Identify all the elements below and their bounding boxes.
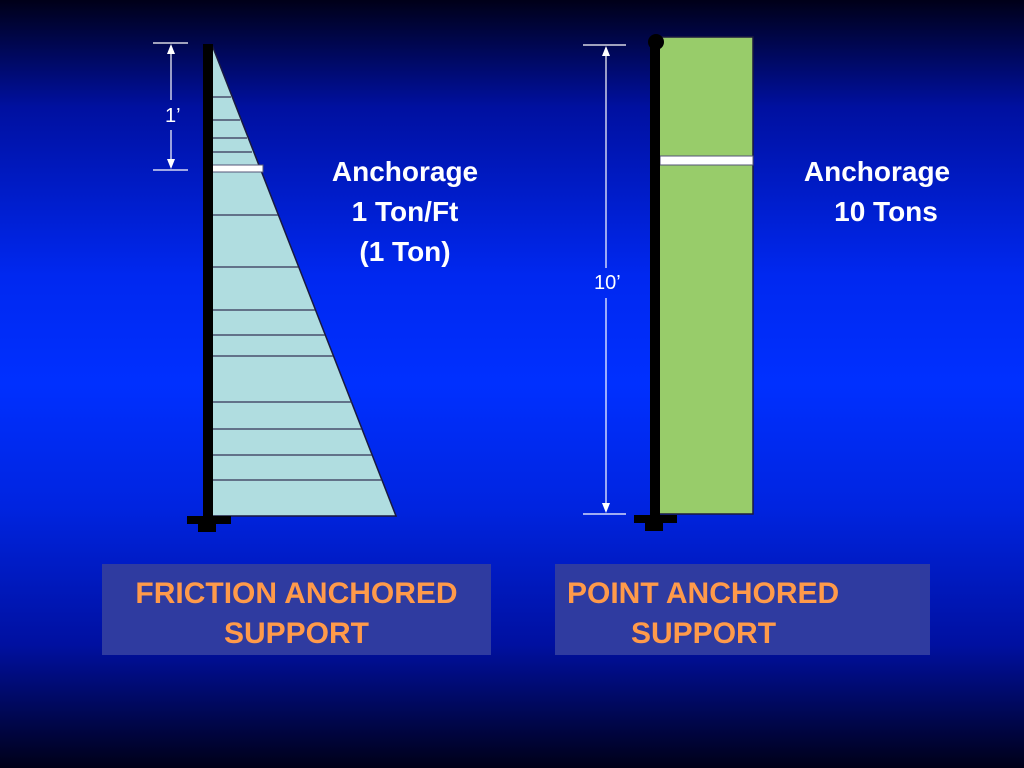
friction-dimension-marker (153, 42, 188, 171)
friction-pipe-foot (198, 523, 216, 532)
point-pipe-cap (648, 34, 664, 50)
friction-caption-line-2: SUPPORT (223, 617, 370, 650)
point-caption-line-2: SUPPORT (631, 617, 777, 650)
point-support-figure (583, 34, 754, 531)
point-caption-line-1: POINT ANCHORED (567, 577, 840, 610)
point-pipe (650, 42, 660, 522)
point-anchorage-label: Anchorage 10 Tons (772, 152, 982, 232)
friction-anchorage-line-3: (1 Ton) (359, 236, 451, 267)
point-pipe-base (634, 515, 677, 523)
friction-caption-line-1: FRICTION ANCHORED (135, 577, 458, 610)
friction-support-figure (153, 42, 398, 532)
friction-caption-box: FRICTION ANCHORED SUPPORT (102, 564, 491, 655)
point-caption-box: POINT ANCHORED SUPPORT (555, 564, 930, 655)
point-dimension-marker (583, 44, 626, 515)
point-dimension-label: 10’ (594, 272, 621, 294)
point-anchorage-line-1: Anchorage (803, 156, 951, 187)
friction-load-triangle (211, 44, 398, 517)
friction-pipe (203, 44, 213, 522)
point-anchor-plate (659, 155, 754, 166)
friction-anchor-plate (211, 164, 264, 173)
friction-pipe-base (187, 516, 231, 524)
friction-segment-lines (212, 96, 382, 481)
friction-anchorage-label: Anchorage 1 Ton/Ft (1 Ton) (300, 152, 510, 272)
point-anchorage-line-2: 10 Tons (834, 196, 938, 227)
friction-dimension-label: 1’ (165, 105, 181, 127)
friction-anchorage-line-1: Anchorage (331, 156, 479, 187)
friction-anchorage-line-2: 1 Ton/Ft (351, 196, 459, 227)
point-load-rectangle (657, 36, 754, 515)
point-pipe-foot (645, 522, 663, 531)
